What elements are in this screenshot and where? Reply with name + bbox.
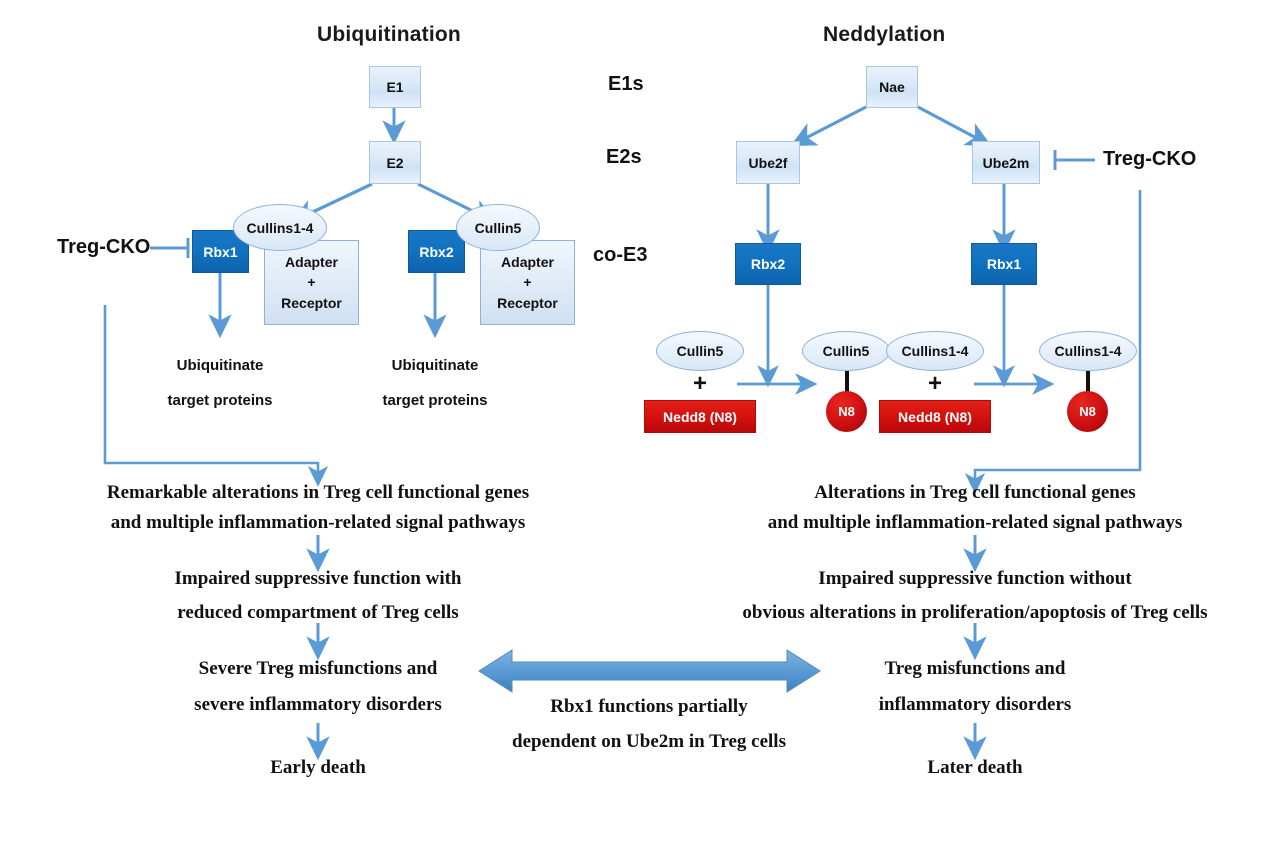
- node-rbx2-ubiq[interactable]: Rbx2: [408, 230, 465, 273]
- arrow-nae-to-ube2f: [790, 105, 867, 146]
- node-nedd8-left[interactable]: Nedd8 (N8): [644, 400, 756, 433]
- adapter-label-1: Adapter: [285, 254, 338, 271]
- adapter-plus-2: +: [523, 274, 532, 291]
- label-treg-cko-right: Treg-CKO: [1103, 148, 1197, 170]
- node-cullin5-substrate[interactable]: Cullin5: [656, 331, 744, 371]
- node-cullin5-conjugated[interactable]: Cullin5: [802, 331, 890, 371]
- bond-stem-left: [845, 371, 849, 398]
- center-compare-line2: dependent on Ube2m in Treg cells: [512, 731, 786, 752]
- column-label-e1s: E1s: [608, 73, 644, 95]
- node-e2[interactable]: E2: [369, 141, 421, 184]
- node-n8-left[interactable]: N8: [826, 391, 867, 432]
- label-ubiquitinate-2a: Ubiquitinate: [391, 357, 479, 374]
- adapter-plus-1: +: [307, 274, 316, 291]
- node-rbx2-nedd[interactable]: Rbx2: [735, 243, 801, 285]
- node-rbx1-nedd[interactable]: Rbx1: [971, 243, 1037, 285]
- left-outcome3-line2: severe inflammatory disorders: [194, 694, 442, 715]
- center-compare-line1: Rbx1 functions partially: [550, 696, 748, 717]
- right-outcome3-line2: inflammatory disorders: [878, 694, 1072, 715]
- left-outcome4: Early death: [270, 757, 366, 778]
- plus-sign-left: +: [692, 370, 707, 397]
- right-outcome3-line1: Treg misfunctions and: [884, 658, 1066, 679]
- label-treg-cko-left: Treg-CKO: [57, 236, 151, 258]
- title-neddylation: Neddylation: [823, 23, 946, 46]
- label-ubiquitinate-2b: target proteins: [382, 392, 488, 409]
- node-cullins1-4-substrate[interactable]: Cullins1-4: [886, 331, 984, 371]
- node-nedd8-right[interactable]: Nedd8 (N8): [879, 400, 991, 433]
- arrow-nae-to-ube2m: [917, 105, 992, 147]
- right-outcome2-line2: obvious alterations in proliferation/apo…: [742, 602, 1208, 623]
- adapter-label-2: Adapter: [501, 254, 554, 271]
- node-e1[interactable]: E1: [369, 66, 421, 108]
- node-adapter-receptor-2[interactable]: Adapter + Receptor: [480, 240, 575, 325]
- node-adapter-receptor-1[interactable]: Adapter + Receptor: [264, 240, 359, 325]
- receptor-label-1: Receptor: [281, 294, 342, 311]
- right-outcome4: Later death: [927, 757, 1023, 778]
- left-outcome1-line1: Remarkable alterations in Treg cell func…: [106, 482, 530, 503]
- node-cullins1-4-conjugated[interactable]: Cullins1-4: [1039, 331, 1137, 371]
- bond-stem-right: [1086, 371, 1090, 398]
- node-n8-right[interactable]: N8: [1067, 391, 1108, 432]
- left-outcome2-line1: Impaired suppressive function with: [174, 568, 462, 589]
- right-outcome1-line2: and multiple inflammation-related signal…: [767, 512, 1183, 533]
- column-label-e2s: E2s: [606, 146, 642, 168]
- receptor-label-2: Receptor: [497, 294, 558, 311]
- label-ubiquitinate-1a: Ubiquitinate: [176, 357, 264, 374]
- left-outcome1-line2: and multiple inflammation-related signal…: [110, 512, 526, 533]
- plus-sign-right: +: [927, 370, 942, 397]
- node-cullin5-ubiq[interactable]: Cullin5: [456, 204, 540, 251]
- right-outcome1-line1: Alterations in Treg cell functional gene…: [814, 482, 1136, 503]
- node-nae[interactable]: Nae: [866, 66, 918, 108]
- right-outcome2-line1: Impaired suppressive function without: [818, 568, 1132, 589]
- label-ubiquitinate-1b: target proteins: [167, 392, 273, 409]
- node-ube2m[interactable]: Ube2m: [972, 141, 1040, 184]
- node-ube2f[interactable]: Ube2f: [736, 141, 800, 184]
- title-ubiquitination: Ubiquitination: [317, 23, 461, 46]
- node-cullins1-4-ubiq[interactable]: Cullins1-4: [233, 204, 327, 251]
- left-outcome3-line1: Severe Treg misfunctions and: [198, 658, 438, 679]
- column-label-co-e3: co-E3: [593, 244, 648, 266]
- left-outcome2-line2: reduced compartment of Treg cells: [177, 602, 459, 623]
